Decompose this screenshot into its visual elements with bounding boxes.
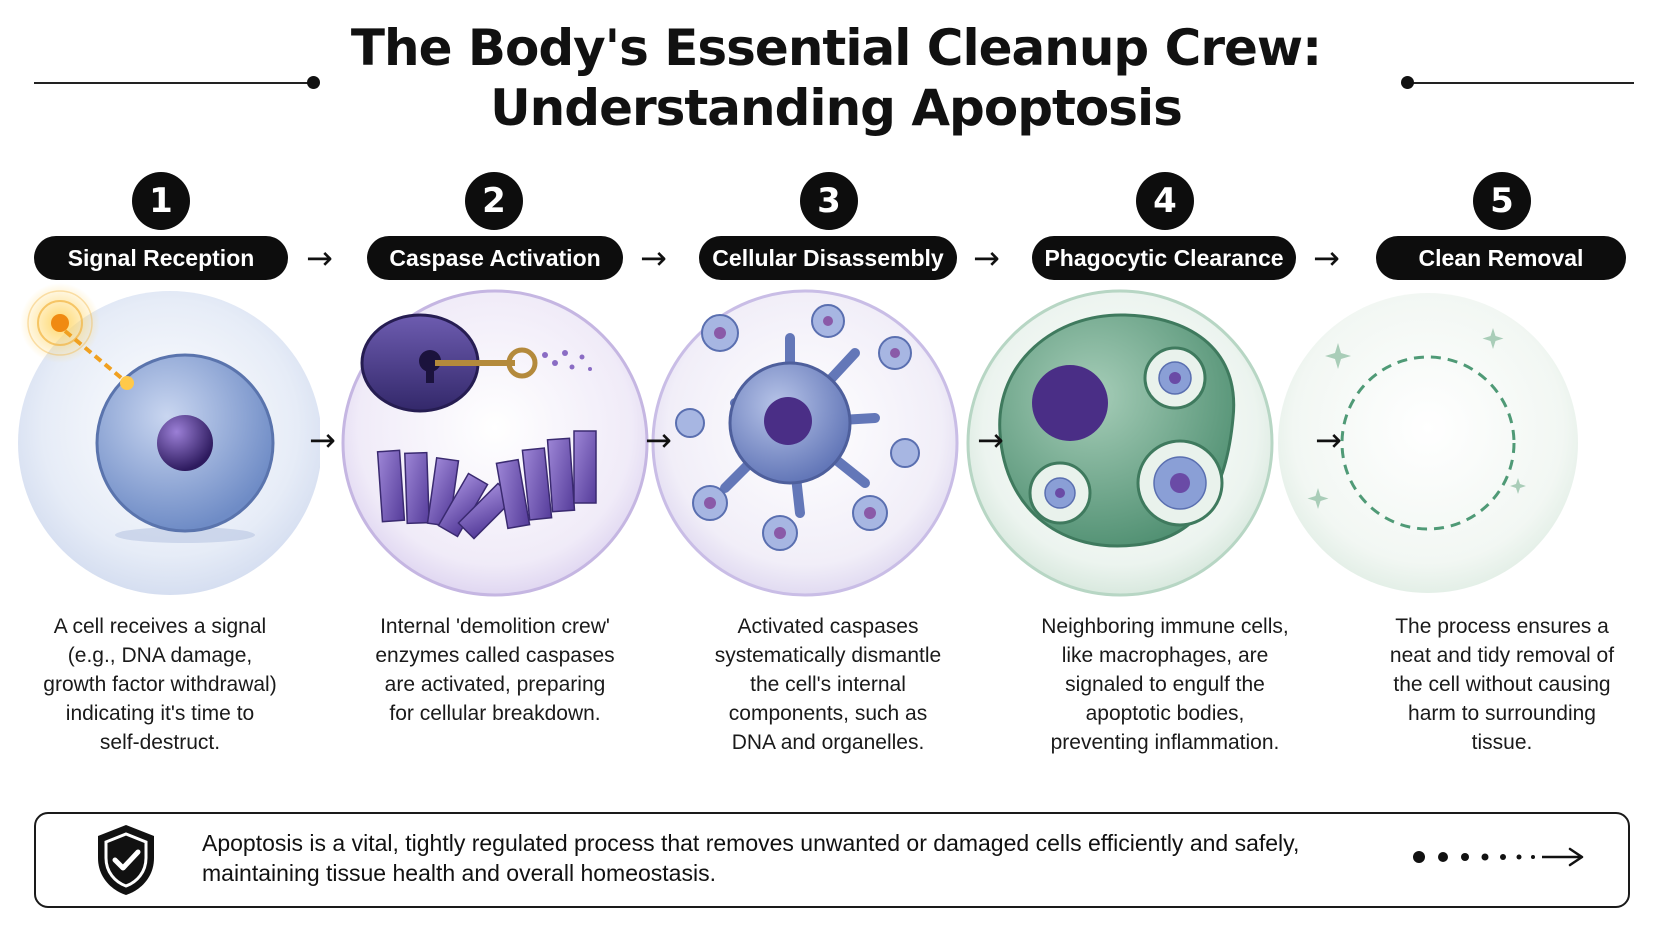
right-arrow-icon: → [973,239,1000,277]
right-arrow-icon: → [977,421,1004,459]
right-arrow-icon: → [1313,239,1340,277]
right-arrow-icon: → [309,421,336,459]
fragmented-nucleus [764,397,812,445]
right-arrow-icon: → [645,421,672,459]
nucleus [157,415,213,471]
macrophage-nucleus [1032,365,1108,441]
step-2-label: Caspase Activation [367,236,623,280]
title-rule-left-dot [307,76,320,89]
right-arrow-icon: → [640,239,667,277]
summary-text: Apoptosis is a vital, tightly regulated … [202,830,1300,886]
key [506,347,538,379]
title-rule-right-dot [1401,76,1414,89]
phagocytic-clearance-illustration [966,289,1274,597]
step-1-number: 1 [132,172,190,230]
shield-check-icon [98,825,154,895]
step-5-number: 5 [1473,172,1531,230]
dotted-arrow-icon [1413,847,1584,867]
step-2-description: Internal 'demolition crew'enzymes called… [375,615,615,725]
clean-removal-illustration [1278,293,1578,593]
step-4-label: Phagocytic Clearance [1032,236,1296,280]
step-3-number: 3 [800,172,858,230]
step-1-description: A cell receives a signal(e.g., DNA damag… [43,615,277,754]
title-rule-left [34,82,314,84]
cellular-disassembly-illustration [651,289,959,597]
summary-box [34,812,1630,908]
page-title-line-2: Understanding Apoptosis [490,79,1183,137]
title-rule-right [1408,82,1634,84]
signal-reception-illustration [18,283,320,595]
step-4-number: 4 [1136,172,1194,230]
step-5-label: Clean Removal [1376,236,1626,280]
caspase-activation-illustration [341,289,649,597]
right-arrow-icon: → [306,239,333,277]
page-title-line-1: The Body's Essential Cleanup Crew: [350,19,1322,77]
step-4-description: Neighboring immune cells,like macrophage… [1041,615,1289,754]
step-2-number: 2 [465,172,523,230]
step-3-label: Cellular Disassembly [699,236,957,280]
dominoes [376,430,597,540]
step-1-label: Signal Reception [34,236,288,280]
right-arrow-icon: → [1315,421,1342,459]
empty-space-outline [1340,355,1516,531]
sparkle-icons [1307,328,1526,509]
